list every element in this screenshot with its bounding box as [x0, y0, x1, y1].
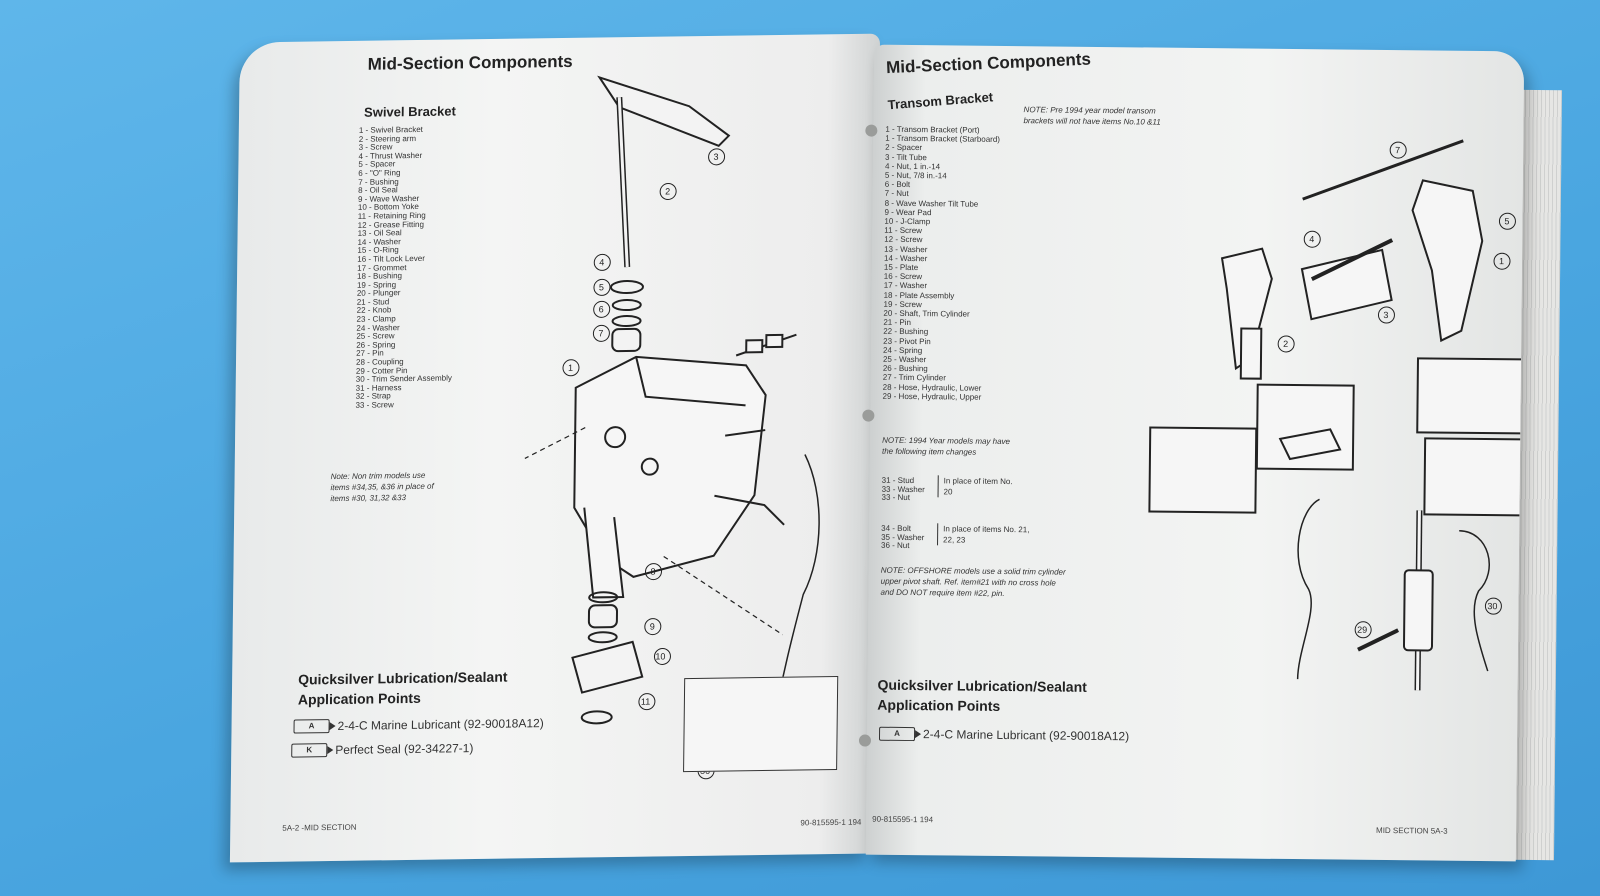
svg-text:3: 3 — [714, 152, 719, 162]
svg-text:4: 4 — [1309, 234, 1314, 244]
svg-text:30: 30 — [1487, 601, 1497, 611]
svg-text:1: 1 — [1499, 256, 1504, 266]
left-note: Note: Non trim models use items #34,35, … — [330, 470, 434, 504]
svg-text:2: 2 — [665, 186, 670, 196]
left-lub-title: Quicksilver Lubrication/Sealant Applicat… — [297, 668, 508, 708]
svg-text:1: 1 — [568, 363, 573, 373]
left-footer-code: 90-815595-1 194 — [800, 817, 862, 828]
swivel-bracket-exploded-diagram: 3 2 4 5 6 7 1 8 9 10 11 36 — [524, 75, 820, 780]
svg-text:5: 5 — [1504, 216, 1509, 226]
binder-hole — [862, 409, 875, 422]
right-page-title: Mid-Section Components — [885, 49, 1092, 78]
transom-bracket-exploded-diagram: 7 1 5 2 3 4 29 30 — [1148, 139, 1524, 691]
left-page: Mid-Section Components Swivel Bracket 1 … — [229, 33, 881, 863]
sealant-tube-icon: K — [291, 743, 328, 758]
right-lub-title: Quicksilver Lubrication/Sealant Applicat… — [877, 676, 1087, 714]
right-page: Mid-Section Components Transom Bracket N… — [858, 44, 1525, 862]
svg-text:9: 9 — [650, 622, 655, 632]
lubricant-tube-icon: A — [878, 726, 916, 742]
non-trim-inset-box — [683, 675, 839, 773]
svg-text:5: 5 — [599, 282, 604, 292]
left-lub-item-2: K Perfect Seal (92-34227-1) — [291, 741, 473, 758]
svg-text:7: 7 — [1395, 145, 1400, 155]
svg-text:8: 8 — [650, 567, 655, 577]
right-page-subtitle: Transom Bracket — [887, 89, 994, 113]
right-footer-code: 90-815595-1 194 — [872, 814, 934, 825]
svg-text:4: 4 — [599, 257, 604, 267]
left-footer: 5A-2 -MID SECTION — [282, 822, 357, 833]
right-footer: MID SECTION 5A-3 — [1376, 825, 1448, 836]
svg-text:11: 11 — [641, 697, 650, 707]
svg-text:6: 6 — [599, 304, 604, 314]
lubricant-tube-icon: A — [293, 719, 330, 734]
svg-text:3: 3 — [1383, 310, 1388, 320]
svg-text:10: 10 — [655, 651, 665, 661]
svg-text:29: 29 — [1357, 625, 1367, 635]
svg-text:7: 7 — [598, 328, 603, 338]
binder-hole — [865, 124, 878, 137]
svg-text:2: 2 — [1283, 339, 1288, 349]
right-lub-item-1: A 2-4-C Marine Lubricant (92-90018A12) — [878, 726, 1129, 743]
binder-hole — [858, 734, 872, 747]
left-page-subtitle: Swivel Bracket — [363, 103, 456, 120]
